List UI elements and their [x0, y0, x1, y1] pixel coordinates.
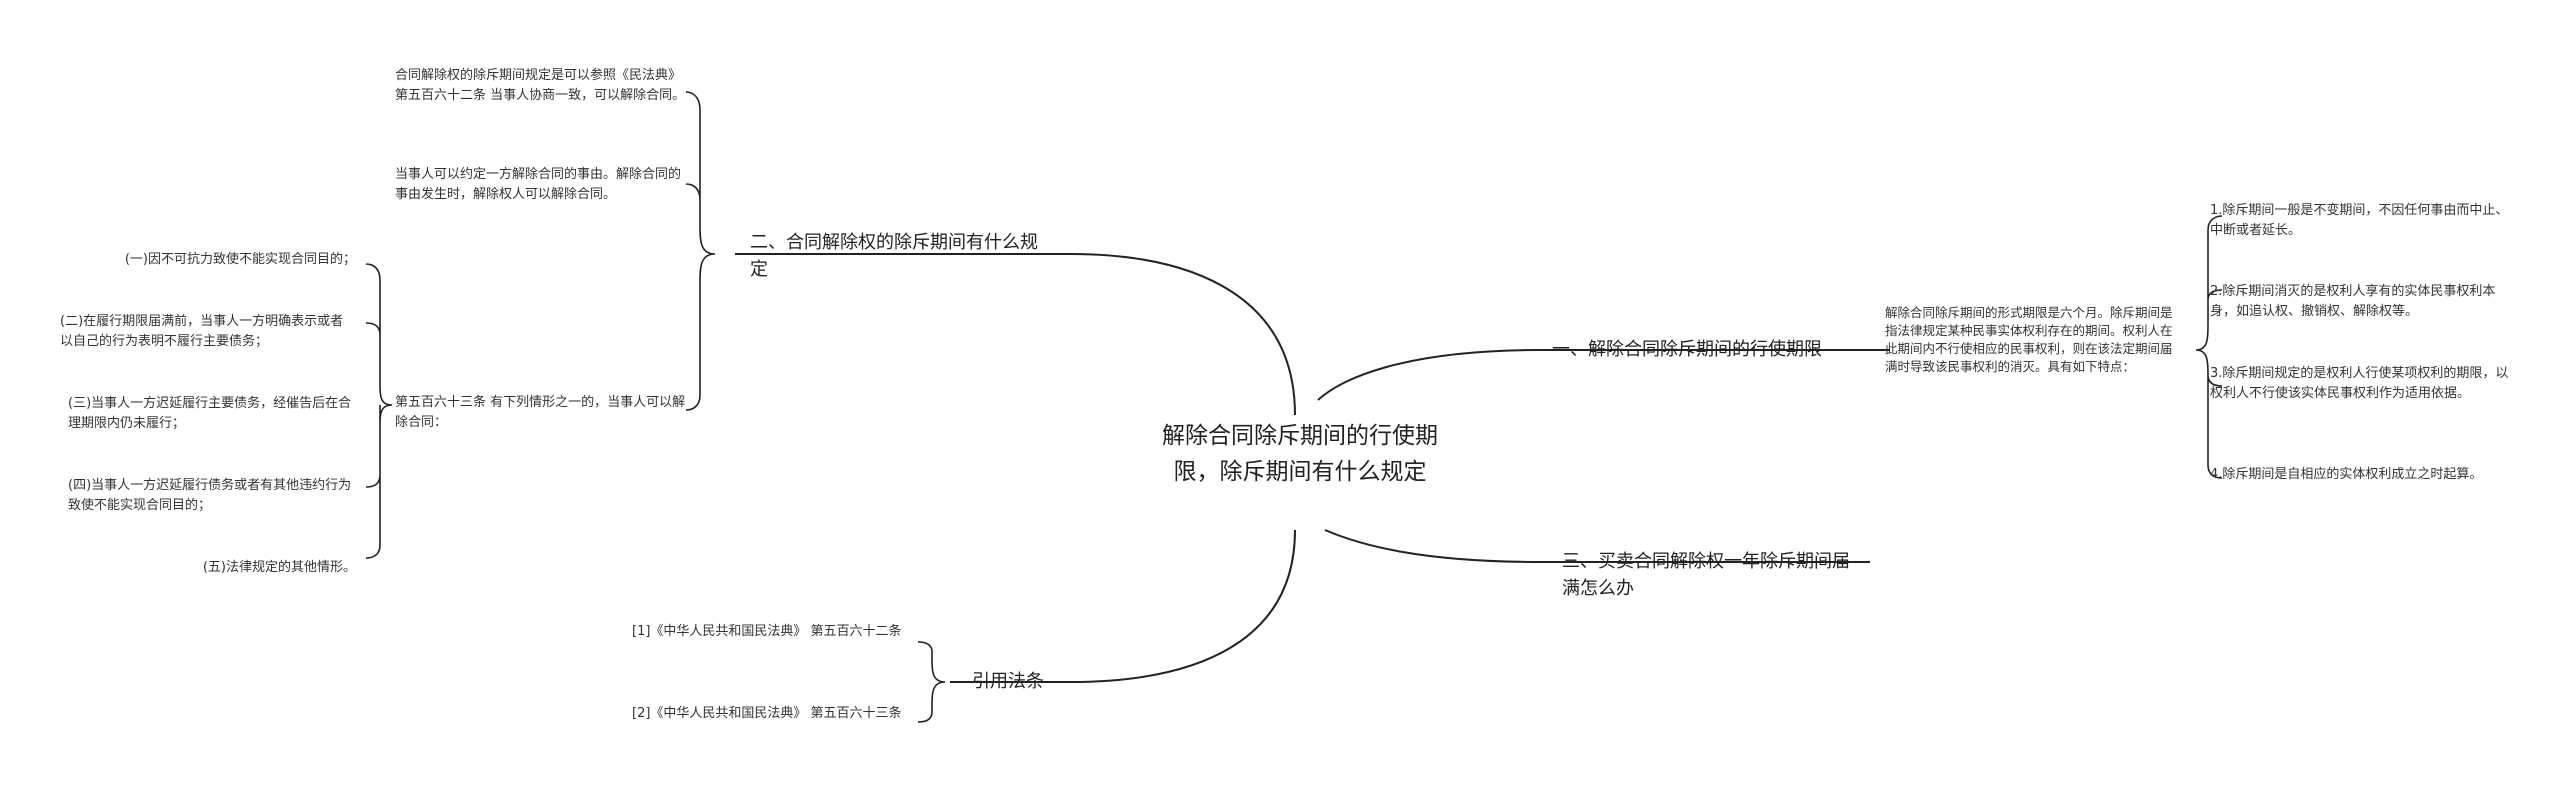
connector-root-b2 [1069, 253, 1296, 416]
branch-1-point-4: 4.除斥期间是自相应的实体权利成立之时起算。 [2210, 467, 2483, 482]
connector-root-b4 [1069, 529, 1296, 683]
bracket-b4 [917, 641, 946, 723]
connector-root-b3 [1324, 529, 1541, 563]
branch-1-point-2: 2.除斥期间消灭的是权利人享有的实体民事权利本身，如追认权、撤销权、解除权等。 [2210, 284, 2496, 319]
branch-2-subitem-1: (一)因不可抗力致使不能实现合同目的； [124, 252, 356, 267]
branch-2-subitem-5: (五)法律规定的其他情形。 [202, 560, 356, 575]
branch-2-item-3: 第五百六十三条 有下列情形之一的，当事人可以解除合同： [395, 395, 686, 430]
branch-1-point-1: 1.除斥期间一般是不变期间，不因任何事由而中止、中断或者延长。 [2210, 203, 2509, 238]
branch-4-ref-1: [1]《中华人民共和国民法典》 第五百六十二条 [632, 624, 902, 639]
branch-1-label[interactable]: 一、解除合同除斥期间的行使期限 [1552, 339, 1822, 360]
connector-root-b1 [1317, 349, 1541, 401]
root-topic[interactable]: 解除合同除斥期间的行使期限，除斥期间有什么规定 [1162, 423, 1438, 485]
branch-3-label[interactable]: 三、买卖合同解除权一年除斥期间届满怎么办 [1562, 551, 1850, 599]
branch-4-label[interactable]: 引用法条 [972, 671, 1044, 692]
bracket-b1 [2195, 215, 2223, 479]
branch-2-label[interactable]: 二、合同解除权的除斥期间有什么规定 [750, 232, 1038, 280]
branch-2-item-2: 当事人可以约定一方解除合同的事由。解除合同的事由发生时，解除权人可以解除合同。 [395, 167, 682, 202]
branch-2-subitem-4: (四)当事人一方迟延履行债务或者有其他违约行为致使不能实现合同目的； [68, 478, 352, 513]
branch-2-item-1: 合同解除权的除斥期间规定是可以参照《民法典》第五百六十二条 当事人协商一致，可以… [395, 68, 686, 103]
bracket-b2 [685, 91, 716, 411]
branch-1-point-3: 3.除斥期间规定的是权利人行使某项权利的期限，以权利人不行使该实体民事权利作为适… [2210, 366, 2509, 401]
branch-4-ref-2: [2]《中华人民共和国民法典》 第五百六十三条 [632, 706, 902, 721]
bracket-b2-sub [365, 263, 393, 559]
branch-1-intro: 解除合同除斥期间的形式期限是六个月。除斥期间是指法律规定某种民事实体权利存在的期… [1885, 305, 2173, 374]
branch-2-subitem-2: (二)在履行期限届满前，当事人一方明确表示或者以自己的行为表明不履行主要债务； [60, 314, 344, 349]
branch-2-subitem-3: (三)当事人一方迟延履行主要债务，经催告后在合理期限内仍未履行； [68, 396, 352, 431]
